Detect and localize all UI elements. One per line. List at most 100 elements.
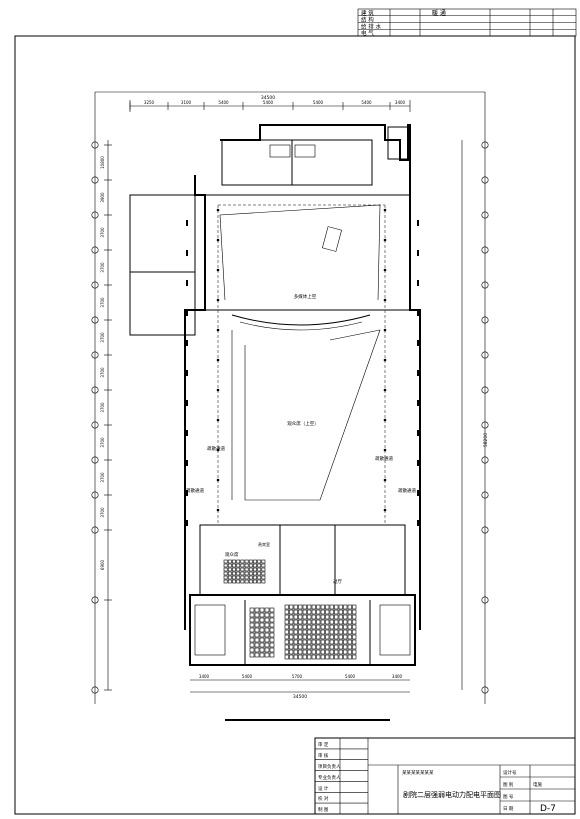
seat <box>249 637 255 643</box>
seat <box>352 644 357 650</box>
label-hall: 观众席（上空） <box>287 420 319 427</box>
seat <box>311 644 316 650</box>
light-fixture <box>186 370 188 376</box>
seat <box>240 559 245 564</box>
seat <box>307 609 312 615</box>
seat <box>307 634 312 640</box>
stamp-mark: 暖 通 <box>432 9 446 17</box>
seat <box>347 609 352 615</box>
seat <box>352 619 357 625</box>
seat <box>320 654 325 660</box>
seat <box>248 559 253 564</box>
tb-right-1: 图 别 <box>503 781 514 788</box>
seat <box>257 567 262 572</box>
seat <box>298 614 303 620</box>
axis-bubble <box>481 176 489 184</box>
dim-bottom-1: 5400 <box>242 674 253 679</box>
seat <box>254 612 260 618</box>
seat <box>293 639 298 645</box>
seat <box>347 654 352 660</box>
seat <box>249 627 255 633</box>
seat <box>257 579 262 584</box>
light-fixture <box>417 220 419 226</box>
seat <box>259 652 265 658</box>
seat <box>227 567 232 572</box>
seat <box>347 649 352 655</box>
light-point <box>216 418 220 422</box>
seat <box>311 614 316 620</box>
seat <box>257 571 262 576</box>
light-fixture <box>417 520 419 526</box>
seat <box>284 614 289 620</box>
light-point <box>383 418 387 422</box>
seat <box>240 579 245 584</box>
seat <box>257 563 262 568</box>
seat <box>325 614 330 620</box>
seat <box>293 609 298 615</box>
seat <box>289 629 294 635</box>
seat <box>293 619 298 625</box>
seat <box>343 654 348 660</box>
label-stage: 多媒体上空 <box>294 293 317 300</box>
dim-left-segment: 3700 <box>100 227 105 238</box>
seat <box>302 614 307 620</box>
seat <box>307 624 312 630</box>
seat <box>307 644 312 650</box>
dim-top-segment: 3100 <box>181 100 192 105</box>
seat <box>227 559 232 564</box>
seat <box>320 644 325 650</box>
seat <box>338 609 343 615</box>
seat <box>261 563 266 568</box>
seat <box>307 649 312 655</box>
seat <box>259 612 265 618</box>
seat <box>289 609 294 615</box>
seat <box>253 575 257 580</box>
seat <box>316 609 321 615</box>
seat <box>352 624 357 630</box>
seat <box>284 624 289 630</box>
axis-bubble <box>481 686 489 694</box>
seat <box>298 624 303 630</box>
dim-left-segment: 3700 <box>100 437 105 448</box>
seat <box>311 619 316 625</box>
light-fixture <box>186 220 188 226</box>
seat <box>334 609 339 615</box>
seat <box>343 614 348 620</box>
seat <box>289 619 294 625</box>
light-point <box>383 268 387 272</box>
light-point <box>216 478 220 482</box>
dim-left-segment: 3700 <box>100 507 105 518</box>
seat <box>289 639 294 645</box>
seat <box>264 632 270 638</box>
axis-bubble <box>91 281 99 289</box>
axis-bubble <box>91 456 99 464</box>
seat <box>307 614 312 620</box>
light-fixture <box>417 490 419 496</box>
dim-top-segment: 5400 <box>313 100 324 105</box>
seat <box>338 624 343 630</box>
seat <box>316 639 321 645</box>
seat <box>269 612 275 618</box>
seat <box>232 571 236 576</box>
seat <box>325 609 330 615</box>
stamp-row-0: 建 筑 <box>361 9 374 17</box>
seat <box>264 607 270 613</box>
seat <box>302 629 307 635</box>
light-point <box>216 298 220 302</box>
light-fixture <box>186 490 188 496</box>
axis-bubble <box>481 246 489 254</box>
seat <box>254 617 260 623</box>
seat <box>307 604 312 610</box>
seat <box>325 619 330 625</box>
seat <box>261 567 266 572</box>
light-fixture <box>417 280 419 286</box>
seat <box>329 649 334 655</box>
tb-sheet-no: D-7 <box>540 804 556 814</box>
seat <box>254 622 260 628</box>
seat <box>298 629 303 635</box>
seat <box>316 649 321 655</box>
axis-bubble <box>481 211 489 219</box>
axis-bubble <box>91 526 99 534</box>
seat <box>311 624 316 630</box>
